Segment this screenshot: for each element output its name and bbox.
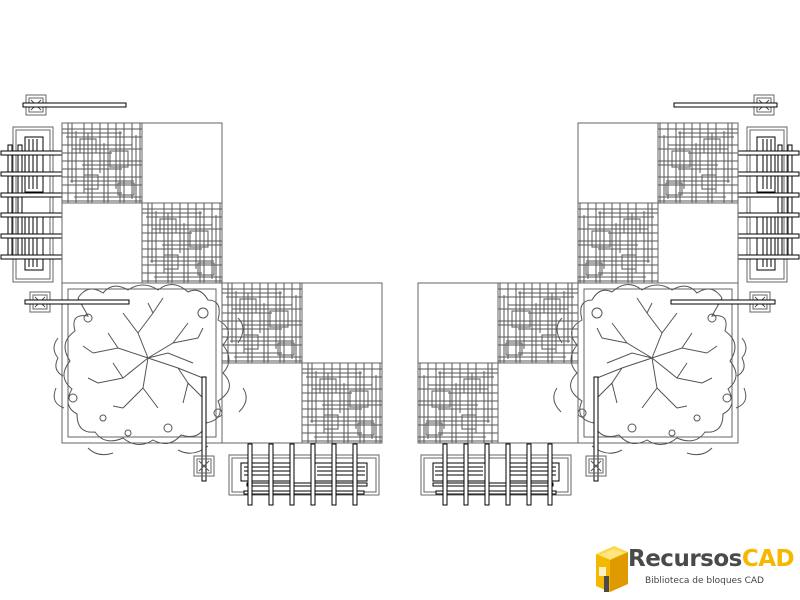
left-group <box>0 94 383 506</box>
brand-name: RecursosCAD <box>628 546 795 572</box>
brand-dark: Recursos <box>628 546 742 572</box>
brand-accent: CAD <box>741 546 795 572</box>
brand-tagline: Biblioteca de bloques CAD <box>645 576 764 586</box>
right-group <box>417 94 800 506</box>
watermark-logo: RecursosCAD Biblioteca de bloques CAD <box>590 540 800 596</box>
house-box-icon <box>596 546 628 592</box>
